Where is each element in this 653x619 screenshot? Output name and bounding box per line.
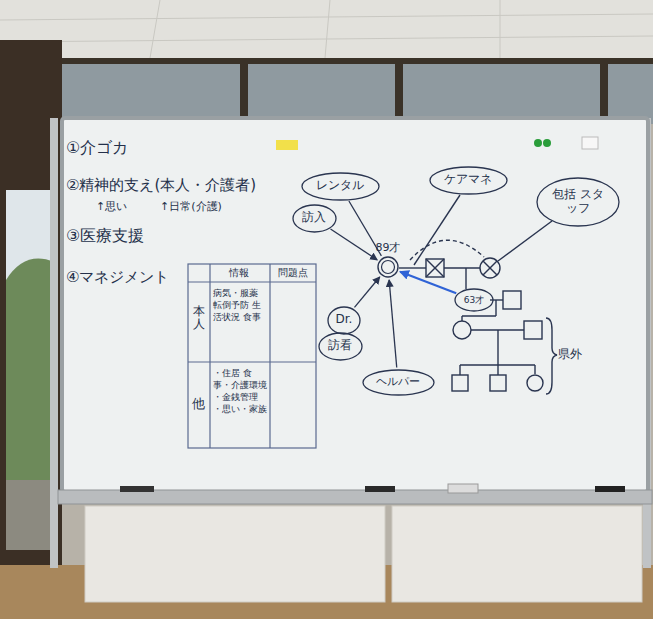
marker-tray xyxy=(58,490,652,504)
table-cell: ・住居 食事・介護環境 ・金銭管理 ・思い・家族 xyxy=(213,367,268,416)
note: ↑思い xyxy=(96,200,127,213)
table-row-header: 他 xyxy=(192,396,205,412)
table-row-header: 本人 xyxy=(193,305,205,331)
client-circle: 89才 xyxy=(374,242,403,280)
list-item: ②精神的支え(本人・介護者) xyxy=(66,176,256,194)
client-symbol xyxy=(378,257,398,277)
whiteboard xyxy=(62,118,648,492)
ceiling xyxy=(0,0,653,58)
service-bubble: Dr. xyxy=(327,306,361,335)
upper-window xyxy=(60,58,653,124)
ellipse-outline xyxy=(430,167,507,194)
service-bubble: ケアマネ xyxy=(429,166,508,195)
connector xyxy=(400,272,456,294)
ellipse-outline xyxy=(302,173,379,200)
window-lower xyxy=(6,480,54,550)
service-bubble: 訪看 xyxy=(318,332,363,361)
ellipse-outline xyxy=(537,178,619,226)
node-text: Dr. xyxy=(336,313,353,327)
ellipse-outline xyxy=(455,289,493,311)
list-item: ③医療支援 xyxy=(66,226,144,245)
family-circle: 63才 xyxy=(454,288,494,312)
table-grid xyxy=(188,264,316,448)
window-mullions xyxy=(60,58,653,124)
table-cell: 病気・服薬 転倒予防 生活状況 食事 xyxy=(213,287,268,323)
stand-leg xyxy=(50,118,58,568)
marker xyxy=(365,486,395,492)
client-symbol xyxy=(382,261,395,274)
connector xyxy=(331,229,378,260)
magnet xyxy=(534,139,542,147)
table-header: 問題点 xyxy=(278,267,308,279)
magnet xyxy=(276,140,298,150)
ceiling-grid xyxy=(0,0,653,58)
service-bubble: ヘルパー xyxy=(362,369,435,396)
node-text: 訪入 xyxy=(302,211,326,225)
service-bubble: 訪入 xyxy=(292,204,337,233)
magnet xyxy=(543,139,551,147)
node-text: 63才 xyxy=(464,295,484,305)
list-item: ①介ゴカ xyxy=(66,138,128,157)
connector xyxy=(354,277,379,307)
node-text: 包括 スタッフ xyxy=(552,188,604,216)
ellipse-outline xyxy=(319,333,362,360)
node-text: ケアマネ xyxy=(444,173,492,187)
list-item: ④マネジメント xyxy=(66,268,169,286)
eraser xyxy=(448,484,478,493)
marker xyxy=(120,486,154,492)
genogram xyxy=(399,195,557,394)
node-text: 89才 xyxy=(376,242,401,255)
note: 県外 xyxy=(558,347,582,361)
hanging-paper xyxy=(85,506,385,602)
ellipse-outline xyxy=(363,370,434,395)
note: ↑日常(介護) xyxy=(160,200,222,213)
left-window-frame xyxy=(0,40,62,570)
node-text: ヘルパー xyxy=(376,376,420,389)
ellipse-outline xyxy=(293,205,336,232)
connector xyxy=(389,280,397,368)
service-bubble: レンタル xyxy=(301,172,380,201)
node-text: レンタル xyxy=(316,179,364,193)
service-bubble: 包括 スタッフ xyxy=(536,177,620,227)
ellipse-outline xyxy=(328,307,360,334)
node-text: 訪看 xyxy=(328,339,352,353)
tag xyxy=(582,137,598,149)
hanging-paper xyxy=(392,506,642,602)
client-symbol xyxy=(376,255,400,279)
marker xyxy=(595,486,625,492)
hill xyxy=(6,259,54,480)
table-header: 情報 xyxy=(229,267,249,279)
